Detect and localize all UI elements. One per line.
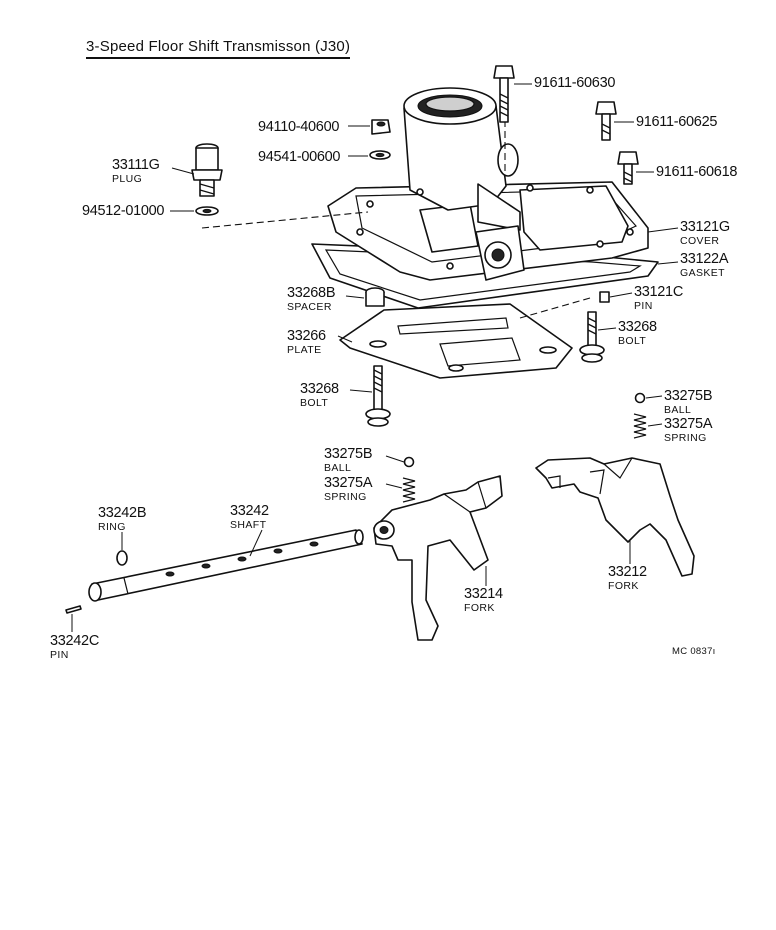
label-gasket[interactable]: 33122A GASKET <box>680 251 729 279</box>
bolt-left-drawing[interactable] <box>365 365 391 427</box>
ball-right-drawing[interactable] <box>634 392 646 404</box>
plate-drawing[interactable] <box>339 303 573 379</box>
bolt-91611-60618-drawing[interactable] <box>617 151 639 185</box>
part-number: 33242 <box>230 503 269 519</box>
fork-right-drawing[interactable] <box>535 457 695 577</box>
label-ball-center[interactable]: 33275B BALL <box>324 446 373 474</box>
part-name: PIN <box>50 648 69 661</box>
part-number: 91611-60630 <box>534 75 616 91</box>
label-bolt-91611-60625[interactable]: 91611-60625 <box>636 115 717 130</box>
label-pin-cover[interactable]: 33121C PIN <box>634 285 683 311</box>
label-spacer[interactable]: 33268B SPACER <box>287 285 336 313</box>
part-name: BALL <box>664 403 692 416</box>
part-name: FORK <box>608 579 639 592</box>
label-nut-94110-40600[interactable]: 94110-40600 <box>258 120 339 135</box>
label-plate[interactable]: 33266 PLATE <box>287 329 326 355</box>
gasket-washer-drawing[interactable] <box>195 206 219 216</box>
part-name: BOLT <box>618 334 647 347</box>
part-number: 33212 <box>608 564 647 580</box>
part-number: 33275B <box>664 388 713 404</box>
pin-33242c-drawing[interactable] <box>65 605 82 614</box>
part-number: 33275A <box>664 416 713 432</box>
spring-right-drawing[interactable] <box>633 413 647 439</box>
ball-center-drawing[interactable] <box>403 456 415 468</box>
part-number: 33111G <box>112 157 160 173</box>
label-ring[interactable]: 33242B RING <box>98 505 147 533</box>
diagram-title: 3-Speed Floor Shift Transmisson (J30) <box>86 38 351 59</box>
ring-drawing[interactable] <box>116 550 128 566</box>
part-name: GASKET <box>680 266 725 279</box>
part-number: 33121G <box>680 219 730 235</box>
label-fork-right[interactable]: 33212 FORK <box>608 565 647 591</box>
part-number: 94512-01000 <box>82 203 165 219</box>
label-washer-94541-00600[interactable]: 94541-00600 <box>258 150 340 165</box>
diagram-code: MC 0837ı <box>672 646 716 657</box>
label-bolt-right[interactable]: 33268 BOLT <box>618 320 657 346</box>
part-number: 33242B <box>98 505 147 521</box>
label-spring-center[interactable]: 33275A SPRING <box>324 475 373 503</box>
part-number: 33275A <box>324 475 373 491</box>
part-number: 94110-40600 <box>258 119 340 135</box>
part-number: 33268B <box>287 285 336 301</box>
part-number: 33121C <box>634 284 683 300</box>
nut-94110-40600-drawing[interactable] <box>371 119 391 135</box>
label-spring-right[interactable]: 33275A SPRING <box>664 416 713 444</box>
part-number: 33266 <box>287 328 326 344</box>
part-name: FORK <box>464 601 495 614</box>
part-name: PLUG <box>112 172 143 185</box>
part-name: COVER <box>680 234 720 247</box>
pin-33121c-drawing[interactable] <box>599 291 610 303</box>
part-name: PLATE <box>287 343 322 356</box>
part-name: RING <box>98 520 126 533</box>
part-name: SPRING <box>324 490 367 503</box>
label-fork-center[interactable]: 33214 FORK <box>464 587 503 613</box>
part-number: 33268 <box>300 381 339 397</box>
shaft-drawing[interactable] <box>88 529 364 602</box>
assembly-line-pin <box>519 297 591 319</box>
label-bolt-left[interactable]: 33268 BOLT <box>300 382 339 408</box>
label-cover[interactable]: 33121G COVER <box>680 220 730 246</box>
part-name: PIN <box>634 299 653 312</box>
part-number: 91611-60625 <box>636 114 718 130</box>
label-shaft[interactable]: 33242 SHAFT <box>230 504 269 530</box>
part-number: 33122A <box>680 251 729 267</box>
bolt-right-drawing[interactable] <box>579 311 605 363</box>
bolt-91611-60625-drawing[interactable] <box>595 101 617 141</box>
part-name: SPACER <box>287 300 332 313</box>
part-number: 33214 <box>464 586 503 602</box>
washer-94541-00600-drawing[interactable] <box>369 150 391 160</box>
fork-center-drawing[interactable] <box>373 475 503 641</box>
label-bolt-91611-60618[interactable]: 91611-60618 <box>656 165 737 180</box>
assembly-line-plug <box>201 211 369 229</box>
part-number: 33242C <box>50 633 99 649</box>
cover-drawing[interactable] <box>327 87 649 281</box>
bolt-91611-60630-drawing[interactable] <box>493 65 515 123</box>
part-number: 33275B <box>324 446 373 462</box>
spacer-drawing[interactable] <box>365 287 385 307</box>
part-number: 91611-60618 <box>656 164 738 180</box>
part-number: 94541-00600 <box>258 149 341 165</box>
label-ball-right[interactable]: 33275B BALL <box>664 388 713 416</box>
part-name: SHAFT <box>230 518 267 531</box>
label-pin-shaft[interactable]: 33242C PIN <box>50 634 99 660</box>
label-bolt-91611-60630[interactable]: 91611-60630 <box>534 76 615 91</box>
plug-drawing[interactable] <box>191 143 223 197</box>
label-plug[interactable]: 33111G PLUG <box>112 158 160 184</box>
part-name: BALL <box>324 461 352 474</box>
spring-center-drawing[interactable] <box>402 477 416 503</box>
label-gasket-washer[interactable]: 94512-01000 <box>82 204 164 219</box>
part-number: 33268 <box>618 319 657 335</box>
part-name: BOLT <box>300 396 329 409</box>
part-name: SPRING <box>664 431 707 444</box>
